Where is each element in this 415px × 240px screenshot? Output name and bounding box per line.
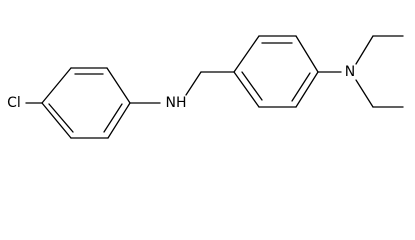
- bond-b1: [233, 35, 260, 73]
- bond-b-inner-3: [241, 71, 263, 101]
- n-label: N: [345, 64, 355, 80]
- chlorine-label: Cl: [7, 95, 21, 111]
- bond-a3: [106, 67, 131, 104]
- bond-b-inner-2: [291, 72, 311, 102]
- bond-b3: [295, 35, 319, 73]
- chlorophenyl-ring: [41, 67, 131, 139]
- structure-diagram: Cl NH N: [7, 35, 404, 139]
- bond-a-inner-3: [48, 103, 74, 133]
- bond-a6: [41, 102, 72, 139]
- bond-a-inner-2: [103, 103, 123, 133]
- bond-nh-ch2: [185, 71, 202, 96]
- bond-b6: [233, 71, 260, 108]
- bond-a1: [41, 67, 72, 104]
- molecule-drawing: Cl NH N: [7, 35, 404, 139]
- nh-label: NH: [166, 95, 187, 111]
- bond-b4: [295, 71, 319, 108]
- bond-n-ethyl1-ch2: [355, 35, 374, 65]
- bond-a4: [107, 102, 131, 139]
- bond-n-ethyl2-ch2: [355, 79, 374, 108]
- phenyl-ring: [233, 35, 319, 108]
